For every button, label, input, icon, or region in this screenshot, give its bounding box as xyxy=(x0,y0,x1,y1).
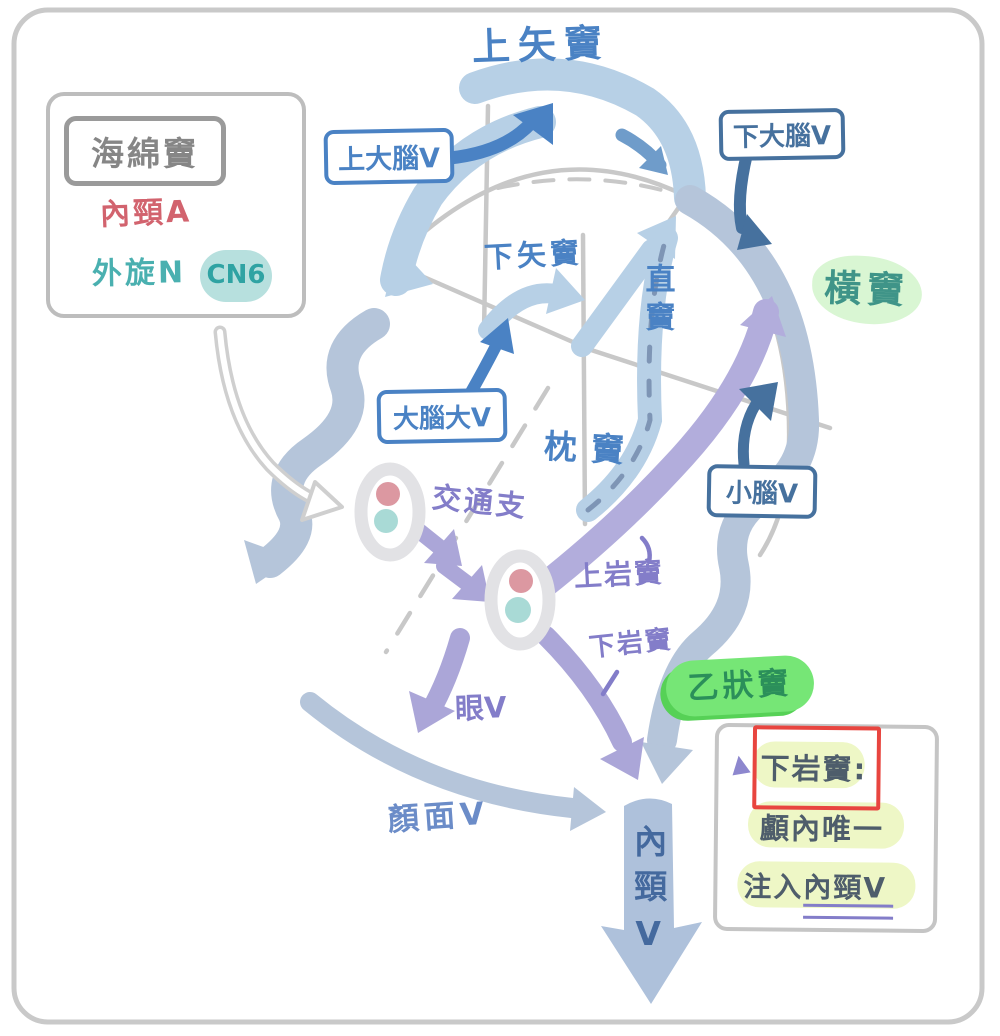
cavernous-sinus-title: 海綿竇 xyxy=(91,134,199,173)
inferior-sagittal-sinus-label: 下矢竇 xyxy=(483,235,584,275)
superior-petrosal-arrowhead xyxy=(740,296,786,337)
facial-vein-arrowhead xyxy=(570,787,606,831)
superior-petrosal-sinus-label: 上岩竇 xyxy=(573,555,665,594)
inferior-petrosal-arrow-shaft xyxy=(536,626,632,752)
great-cerebral-vein-label: 大腦大V xyxy=(392,402,492,435)
communicating-arrow2-head xyxy=(452,565,490,602)
internal-jugular-arrow xyxy=(601,798,702,1004)
superior-sagittal-sinus-label: 上矢竇 xyxy=(471,20,611,70)
inferior-sagittal-arrowhead xyxy=(546,268,585,314)
superior-sagittal-front-arrowhead xyxy=(385,246,433,297)
note-red-emphasis-box xyxy=(752,725,882,811)
ophthalmic-vein-arrowhead xyxy=(409,691,455,733)
carotid-artery-label: 內頸A xyxy=(99,194,193,233)
cerebellar-vein-box: 小腦V xyxy=(706,464,818,519)
tentorium-dashed xyxy=(496,177,678,196)
sss-flow-arrowhead xyxy=(639,146,668,175)
cn6-badge: CN6 xyxy=(200,250,272,302)
superior-sagittal-sinus-band xyxy=(459,58,706,214)
page-border xyxy=(11,7,985,1025)
sigmoid-arrowhead xyxy=(641,742,693,784)
legend-pointer-arrow-inner xyxy=(217,329,311,499)
superior-cerebral-vein-label: 上大腦V xyxy=(337,143,441,176)
occipital-sinus-dashes xyxy=(585,235,669,513)
legend-pointer-arrowhead xyxy=(300,480,344,522)
inferior-sagittal-sinus-band xyxy=(478,283,566,340)
internal-jugular-vein-label: 內頸V xyxy=(628,824,668,965)
cerebellar-vein-label: 小腦V xyxy=(725,478,799,510)
sigmoid-sinus-highlight: 乙狀竇 xyxy=(664,654,816,718)
abducens-nerve-dot-2 xyxy=(505,597,531,623)
cavernous-sinus-legend-box: 海綿竇 內頸A 外旋N CN6 xyxy=(46,92,306,318)
cavernous-sinus-title-box: 海綿竇 xyxy=(64,116,226,186)
cerebellar-arrow-shaft xyxy=(737,392,766,470)
note-double-underline xyxy=(803,903,894,920)
cn6-badge-label: CN6 xyxy=(206,260,266,291)
inferior-petrosal-label-tick xyxy=(600,669,620,697)
straight-sinus-label: 直竇 xyxy=(639,263,675,339)
great-cerebral-arrowhead xyxy=(480,318,514,354)
carotid-artery-dot-2 xyxy=(509,569,533,593)
abducens-nerve-dot-1 xyxy=(374,509,398,533)
inferior-cerebral-arrow-shaft xyxy=(733,148,753,234)
zigzag-arrowhead xyxy=(244,540,294,584)
abducens-nerve-label: 外旋N xyxy=(91,255,187,292)
sigmoid-sinus-label: 乙狀竇 xyxy=(686,664,794,707)
superior-cerebral-arrowhead xyxy=(513,103,553,145)
inferior-petrosal-note-box: ▲ 下岩竇: 顱內唯一 注入內頸V xyxy=(712,722,940,934)
superior-sagittal-sinus-front-band xyxy=(380,106,556,296)
midline-dashed xyxy=(383,385,551,655)
cerebellar-arrowhead xyxy=(739,382,778,421)
carotid-artery-dot-1 xyxy=(376,482,400,506)
superior-cerebral-arrow-shaft xyxy=(443,115,539,165)
superior-petrosal-label-tick xyxy=(639,535,652,565)
straight-sinus-band xyxy=(571,239,663,357)
note-line-2: 注入內頸V xyxy=(743,870,888,905)
occipital-sinus-label: 枕竇 xyxy=(543,426,639,471)
inferior-cerebral-vein-box: 下大腦V xyxy=(718,107,846,162)
superior-cerebral-vein-box: 上大腦V xyxy=(323,127,455,186)
note-triangle-bullet: ▲ xyxy=(728,747,752,779)
great-cerebral-vein-box: 大腦大V xyxy=(376,387,508,445)
note-line-1: 顱內唯一 xyxy=(759,811,885,847)
ophthalmic-vein-label: 眼V xyxy=(454,690,508,726)
communicating-arrow1-head xyxy=(424,529,462,566)
transverse-sinus-label: 橫竇 xyxy=(823,266,911,313)
superior-petrosal-band xyxy=(515,299,779,611)
inferior-cerebral-vein-label: 下大腦V xyxy=(732,121,832,153)
facial-vein-band xyxy=(300,692,582,818)
inferior-petrosal-arrowhead xyxy=(600,737,644,780)
middle-cerebral-zigzag-band xyxy=(254,308,390,578)
inferior-cerebral-arrowhead xyxy=(737,214,772,250)
facial-vein-label: 顏面V xyxy=(386,795,491,839)
